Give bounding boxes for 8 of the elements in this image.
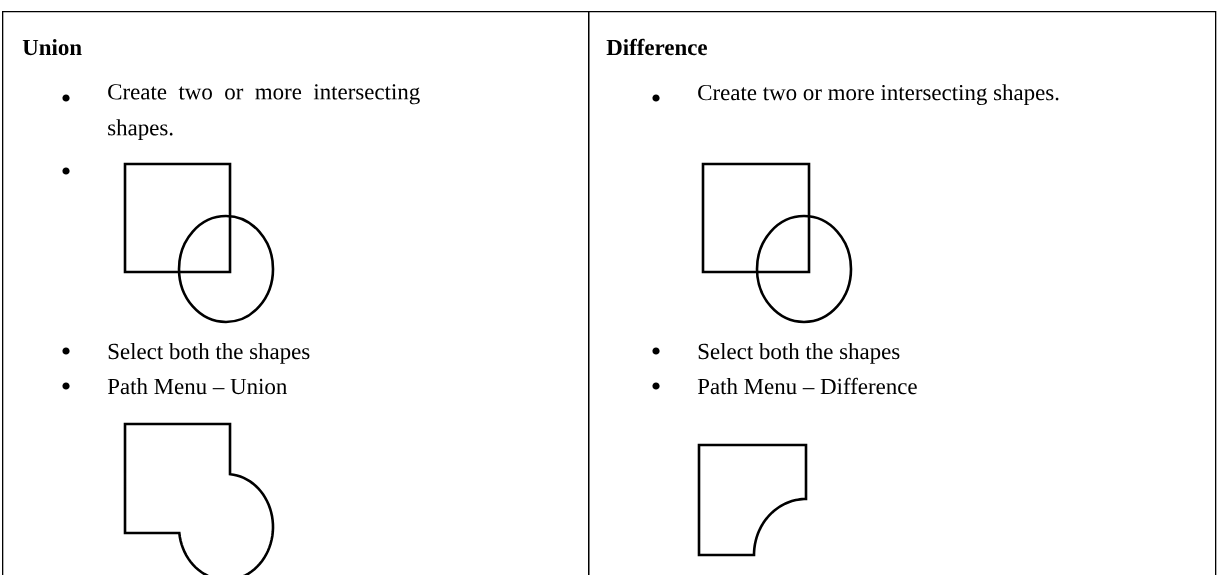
list-item: Create two or more intersecting shapes. (698, 84, 1059, 106)
list-item: Create two or more intersecting shapes. (108, 84, 420, 141)
list-item: Path Menu – Union (107, 378, 287, 395)
list-item: Select both the shapes (698, 343, 900, 364)
list-item: Path Menu – Difference (697, 377, 917, 395)
list-item: Select both the shapes (108, 343, 310, 364)
cell-heading: Difference (606, 38, 707, 56)
cell-heading: Union (22, 39, 82, 56)
